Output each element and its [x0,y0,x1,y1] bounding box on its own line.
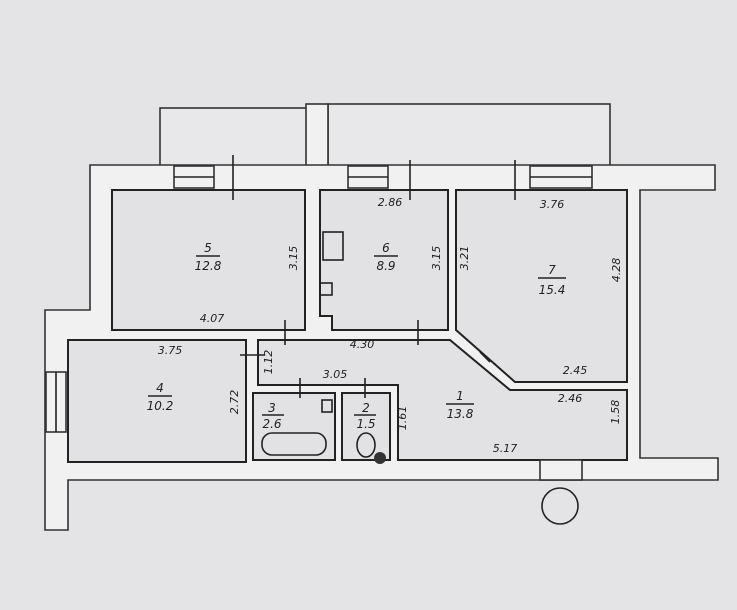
svg-text:2.6: 2.6 [262,417,281,431]
svg-text:15.4: 15.4 [539,283,566,297]
room-label-3: 32.6 [262,401,284,431]
dim: 3.15 [287,246,300,271]
dim: 1.58 [609,400,622,425]
svg-text:10.2: 10.2 [147,399,174,413]
room-1-hall [257,339,628,461]
svg-text:4: 4 [156,381,164,395]
dim: 2.46 [558,392,583,405]
room-2-wc [341,392,391,461]
svg-text:12.8: 12.8 [195,259,222,273]
svg-text:2: 2 [362,401,370,415]
room-label-7: 715.4 [538,263,566,297]
entrance-door [539,459,583,481]
room-label-4: 410.2 [147,381,174,413]
svg-text:8.9: 8.9 [376,259,395,273]
svg-text:5: 5 [204,241,212,255]
washbasin-icon [321,399,333,413]
stove-icon [322,231,344,261]
balcony-divider-wall [305,103,329,167]
dim: 3.75 [158,344,183,357]
svg-text:6: 6 [382,241,390,255]
dim: 2.72 [228,390,241,415]
dim: 4.30 [350,338,375,351]
dim: 1.61 [396,406,409,431]
dim: 1.12 [262,350,275,375]
room-label-6: 68.9 [374,241,398,273]
svg-text:13.8: 13.8 [447,407,474,421]
sink-icon [319,282,333,296]
dim: 2.45 [563,364,588,377]
balcony-left [159,107,309,167]
svg-text:7: 7 [548,263,556,277]
dim: 4.28 [610,258,623,283]
pipe-icon [374,452,386,464]
dim: 5.17 [493,442,518,455]
room-label-2: 21.5 [354,401,376,431]
room-5 [111,189,306,331]
dim: 3.21 [458,246,471,271]
room-label-1: 113.8 [446,389,474,421]
stair-marker [541,487,579,525]
room-7 [455,189,628,383]
room-label-5: 512.8 [195,241,222,273]
dim: 2.86 [378,196,403,209]
toilet-icon [356,432,376,458]
door-marks [232,155,516,398]
dim: 3.15 [430,246,443,271]
balcony-right [327,103,611,167]
room-4 [67,339,247,463]
bathtub-icon [261,432,327,456]
dim: 3.76 [540,198,565,211]
dim: 4.07 [200,312,225,325]
svg-text:3: 3 [268,401,276,415]
dim: 3.05 [323,368,348,381]
svg-text:1.5: 1.5 [356,417,375,431]
svg-text:1: 1 [456,389,464,403]
room-6 [319,189,449,331]
